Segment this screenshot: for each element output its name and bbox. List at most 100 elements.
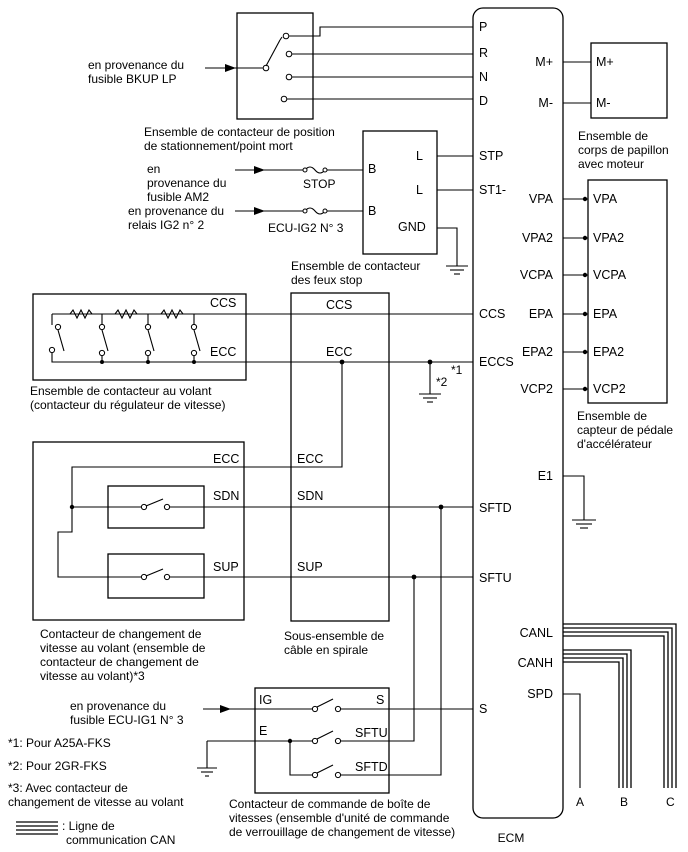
steering-pad-label-1: Ensemble de contacteur au volant: [30, 384, 212, 398]
thr-pin-m-plus: M+: [596, 55, 614, 69]
ecm-pin-vcpa: VCPA: [520, 268, 554, 282]
ecm-pin-vpa2: VPA2: [522, 231, 553, 245]
ecm-pin-s: S: [479, 702, 487, 716]
stop-pin-l1: L: [416, 149, 423, 163]
ecm-pin-epa: EPA: [529, 307, 554, 321]
throttle-label-2: corps de papillon: [578, 143, 669, 157]
legend-can-line-2: communication CAN: [66, 833, 175, 847]
app-pin-vcpa: VCPA: [593, 268, 627, 282]
footnote-1: *1: Pour A25A-FKS: [8, 736, 111, 750]
src-am2-3: fusible AM2: [147, 190, 209, 204]
accel-pedal-sensor-box: [587, 179, 668, 404]
shift-lock-label-3: de verrouillage de changement de vitesse…: [229, 825, 455, 839]
app-pin-vpa2: VPA2: [593, 231, 624, 245]
can-output-a: A: [576, 795, 584, 809]
stop-pin-gnd: GND: [398, 220, 426, 234]
paddle-label-4: vitesse au volant)*3: [40, 669, 145, 683]
can-output-c: C: [666, 795, 675, 809]
steering-pad-switch-box: [32, 293, 247, 381]
can-output-b: B: [620, 795, 628, 809]
park-neutral-label-1: Ensemble de contacteur de position: [144, 125, 335, 139]
park-neutral-switch-contacts: [262, 32, 293, 103]
thr-pin-m-minus: M-: [596, 96, 611, 110]
ecm-pin-ccs: CCS: [479, 307, 505, 321]
accel-label-2: capteur de pédale: [577, 423, 673, 437]
ecm-pin-e1: E1: [538, 469, 553, 483]
arrow-icon: [254, 166, 265, 174]
ecm-pin-p: P: [479, 20, 487, 34]
accel-label-3: d'accélérateur: [577, 437, 652, 451]
footnote-2: *2: Pour 2GR-FKS: [8, 759, 107, 773]
src-ecu-ig1-2: fusible ECU-IG1 N° 3: [70, 713, 184, 727]
fuse-icon: [304, 166, 326, 174]
ecm-box: [472, 7, 564, 819]
src-am2-1: en: [147, 162, 160, 176]
paddle-label-2: vitesse au volant (ensemble de: [40, 641, 206, 655]
app-pin-vcp2: VCP2: [593, 382, 626, 396]
spiral-label-1: Sous-ensemble de: [284, 629, 384, 643]
spiral-cable-box: [290, 292, 390, 622]
pad-pin-ecc: ECC: [210, 345, 236, 359]
legend-can-line-1: : Ligne de: [62, 819, 115, 833]
stop-light-label-2: des feux stop: [291, 273, 363, 287]
paddle-pin-sup: SUP: [213, 560, 239, 574]
footnote-3-line2: changement de vitesse au volant: [8, 795, 184, 809]
arrow-icon: [254, 207, 265, 215]
spiral-pin-ecc1: ECC: [326, 345, 352, 359]
app-pin-epa: EPA: [593, 307, 618, 321]
fuse-icon: [304, 207, 326, 215]
src-ig2-1: en provenance du: [128, 204, 224, 218]
park-neutral-label-2: de stationnement/point mort: [144, 139, 293, 153]
ecm-pin-n: N: [479, 70, 488, 84]
lock-pin-e: E: [259, 724, 267, 738]
fuse-ecu-ig2-label: ECU-IG2 N° 3: [268, 221, 344, 235]
ecm-pin-sftd: SFTD: [479, 501, 512, 515]
arrow-icon: [220, 705, 231, 713]
src-ecu-ig1-1: en provenance du: [70, 699, 166, 713]
ground-icon: [197, 767, 217, 777]
src-backup-lp-2: fusible BKUP LP: [88, 72, 177, 86]
can-bus-lines: [563, 623, 677, 788]
accel-label-1: Ensemble de: [577, 409, 647, 423]
fuse-stop-label: STOP: [303, 177, 335, 191]
ecm-pin-canh: CANH: [518, 656, 553, 670]
park-neutral-switch-box: [236, 12, 314, 120]
paddle-label-1: Contacteur de changement de: [40, 627, 202, 641]
paddle-pin-ecc: ECC: [213, 452, 239, 466]
ecm-label: ECM: [498, 831, 525, 845]
shift-lock-label-1: Contacteur de commande de boîte de: [229, 797, 431, 811]
sup-switch: [107, 553, 205, 599]
pad-pin-ccs: CCS: [210, 296, 236, 310]
ground-icon: [419, 393, 441, 403]
throttle-body-box: [590, 42, 668, 119]
app-pin-vpa: VPA: [593, 192, 618, 206]
ecm-pin-spd: SPD: [527, 687, 553, 701]
lock-pin-ig: IG: [259, 693, 272, 707]
marker-star2: *2: [436, 375, 448, 389]
throttle-label-1: Ensemble de: [578, 129, 648, 143]
ecm-pin-vpa: VPA: [529, 192, 554, 206]
stop-pin-l2: L: [416, 183, 423, 197]
ecm-pin-vcp2: VCP2: [520, 382, 553, 396]
ecm-pin-st1: ST1-: [479, 183, 506, 197]
marker-star1: *1: [451, 363, 463, 377]
steering-pad-resistor-ladder: [48, 308, 246, 364]
stop-light-switch-box: [362, 130, 438, 255]
spiral-pin-ccs: CCS: [326, 298, 352, 312]
footnote-3-line1: *3: Avec contacteur de: [8, 781, 128, 795]
spiral-label-2: câble en spirale: [284, 643, 368, 657]
app-pin-epa2: EPA2: [593, 345, 624, 359]
spiral-pin-ecc2: ECC: [297, 452, 323, 466]
spiral-pin-sdn: SDN: [297, 489, 323, 503]
throttle-label-3: avec moteur: [578, 157, 644, 171]
arrow-icon: [225, 64, 236, 72]
paddle-pin-sdn: SDN: [213, 489, 239, 503]
ecm-pin-m-minus: M-: [538, 96, 553, 110]
ecm-pin-eccs: ECCS: [479, 355, 514, 369]
ecm-pin-canl: CANL: [520, 626, 553, 640]
ecm-pin-stp: STP: [479, 149, 503, 163]
ground-icon: [446, 265, 468, 275]
ground-icon: [572, 519, 596, 529]
ecm-pin-epa2: EPA2: [522, 345, 553, 359]
lock-pin-sftu: SFTU: [355, 726, 388, 740]
